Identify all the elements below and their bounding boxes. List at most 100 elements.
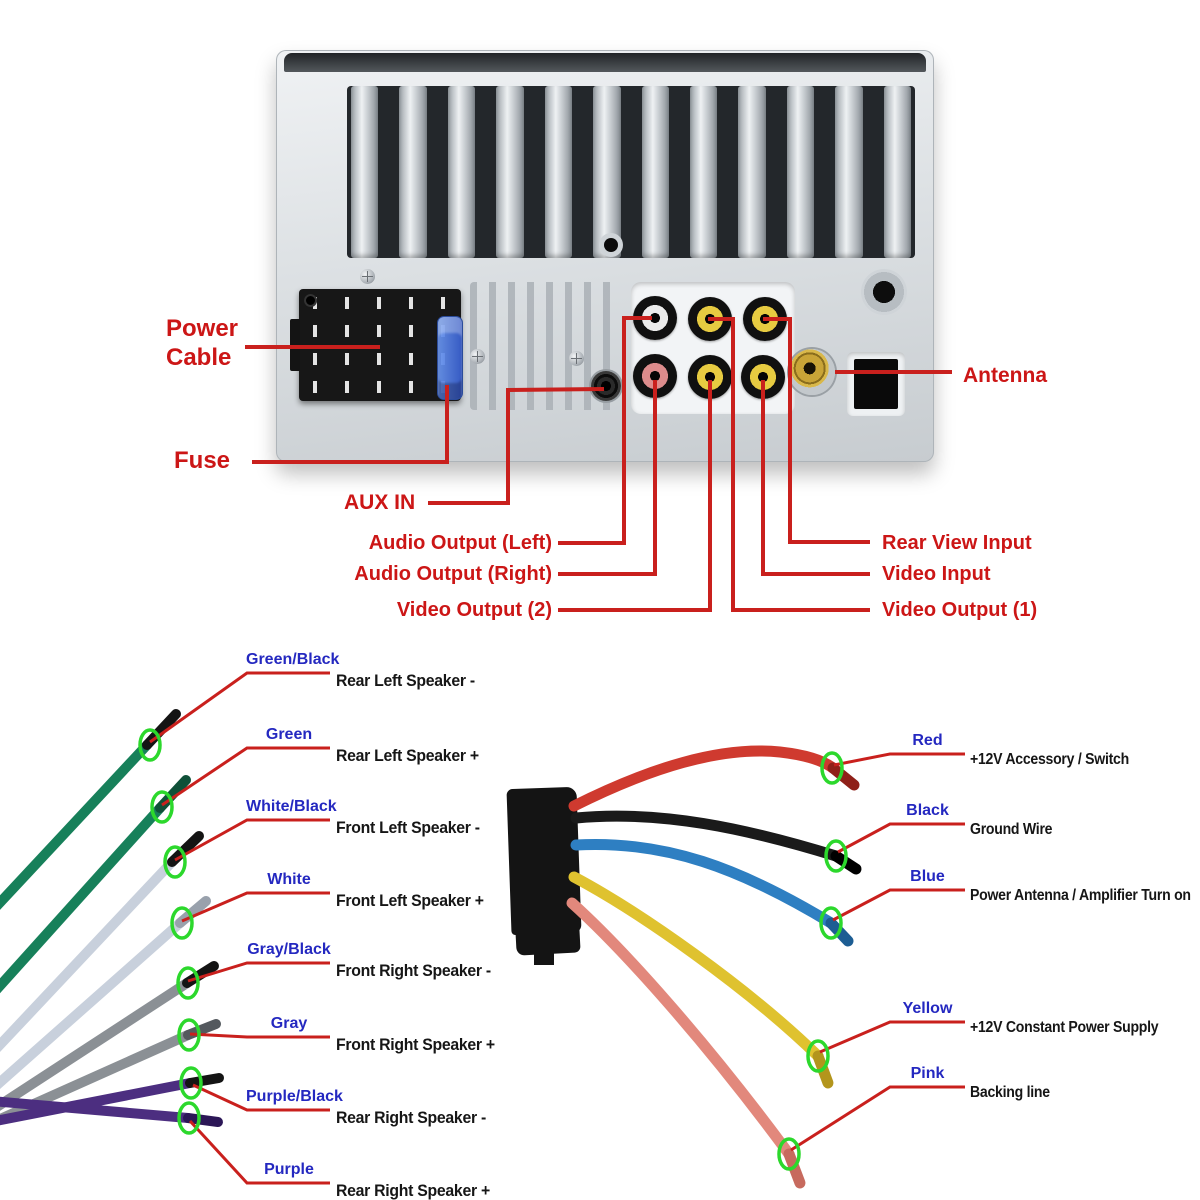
heatsink-fin bbox=[593, 86, 621, 258]
wire-function-label: Front Left Speaker - bbox=[336, 818, 480, 837]
callout-audio-output-right: Audio Output (Right) bbox=[354, 563, 552, 585]
wire-white bbox=[0, 918, 185, 1089]
wire-purple-tip bbox=[183, 1113, 223, 1127]
leader-yellow-wire bbox=[819, 1020, 965, 1054]
wire-amp-blue bbox=[570, 838, 837, 929]
heatsink-fin bbox=[786, 86, 815, 258]
heatsink-fin bbox=[496, 86, 524, 258]
wire-gray-black-tip bbox=[182, 961, 219, 988]
heatsink-fin bbox=[544, 86, 573, 258]
antenna-connector bbox=[789, 349, 835, 395]
wire-backing-pink bbox=[566, 897, 795, 1160]
ring-red-wire bbox=[820, 751, 844, 785]
mounting-hole bbox=[861, 269, 907, 315]
wire-color-label: White/Black bbox=[246, 798, 337, 815]
ring-purple bbox=[177, 1101, 201, 1135]
wire-color-label: Yellow bbox=[902, 1000, 953, 1017]
heatsink-fin bbox=[835, 86, 863, 258]
wire-function-label: Front Left Speaker + bbox=[336, 891, 484, 910]
wire-ground-black bbox=[570, 810, 842, 862]
wire-ground-black-tip bbox=[830, 850, 862, 875]
ring-gray-black bbox=[176, 966, 200, 1000]
heatsink-fin bbox=[641, 86, 669, 258]
wire-function-label: Backing line bbox=[970, 1084, 1050, 1101]
wire-function-label: Rear Left Speaker + bbox=[336, 746, 479, 765]
wire-white-black-tip bbox=[167, 831, 204, 867]
ring-gray bbox=[177, 1018, 201, 1052]
callout-video-input: Video Input bbox=[882, 563, 991, 585]
ring-yellow-wire bbox=[806, 1039, 830, 1073]
wire-function-label: Rear Right Speaker + bbox=[336, 1181, 490, 1200]
speaker-harness-wires bbox=[0, 709, 224, 1127]
wire-function-label: Power Antenna / Amplifier Turn on bbox=[970, 887, 1191, 904]
callout-fuse: Fuse bbox=[174, 447, 231, 474]
wire-gray-black bbox=[0, 978, 192, 1111]
wire-backing-pink-tip bbox=[783, 1148, 806, 1189]
power-harness-wires bbox=[566, 745, 862, 1189]
callout-video-output-1: Video Output (1) bbox=[882, 599, 1038, 621]
ring-pink-wire bbox=[777, 1137, 801, 1171]
wire-purple bbox=[0, 1096, 193, 1123]
rca-jack-rear-view-input bbox=[743, 297, 787, 341]
ring-white-black bbox=[163, 845, 187, 879]
ring-black-wire bbox=[824, 839, 848, 873]
wire-color-label: Black bbox=[906, 802, 949, 819]
callout-video-output-2: Video Output (2) bbox=[396, 599, 552, 621]
wire-gray bbox=[0, 1030, 193, 1125]
callout-aux-in: AUX IN bbox=[344, 491, 416, 514]
wire-constant-yellow-tip bbox=[812, 1050, 834, 1089]
leader-gray-black bbox=[187, 961, 330, 983]
unit-top-edge bbox=[284, 53, 926, 72]
iso-antenna-port bbox=[854, 359, 898, 409]
leader-white bbox=[181, 891, 330, 923]
wire-white-tip bbox=[175, 896, 211, 928]
screw bbox=[360, 269, 375, 284]
heatsink-fin bbox=[738, 86, 766, 258]
leader-pink-wire bbox=[790, 1085, 965, 1152]
wire-color-label: Gray/Black bbox=[247, 941, 331, 958]
wire-color-label: Blue bbox=[910, 868, 945, 885]
wire-purple-black bbox=[0, 1078, 195, 1126]
wire-color-label: Purple/Black bbox=[246, 1088, 343, 1105]
callout-audio-output-left: Audio Output (Left) bbox=[368, 532, 552, 554]
wire-color-label: Green bbox=[265, 726, 313, 743]
heatsink-fin bbox=[351, 86, 379, 258]
rca-jack-video-output-2 bbox=[688, 355, 732, 399]
wire-gray-tip bbox=[183, 1019, 221, 1040]
wire-constant-yellow bbox=[568, 871, 824, 1062]
wire-amp-blue-tip bbox=[825, 917, 854, 947]
leader-blue-wire bbox=[832, 888, 965, 922]
ring-purple-black bbox=[179, 1066, 203, 1100]
wire-function-label: Rear Right Speaker - bbox=[336, 1108, 486, 1127]
leader-white-black bbox=[174, 818, 330, 862]
power-harness-plug-latch bbox=[534, 950, 554, 965]
wire-green-tip bbox=[155, 775, 191, 813]
rear-port-panel bbox=[847, 352, 905, 416]
wire-green-black bbox=[0, 740, 152, 910]
callout-antenna: Antenna bbox=[963, 364, 1047, 387]
rca-jack-video-output-1 bbox=[688, 297, 732, 341]
callout-power-cable: Power Cable bbox=[166, 315, 239, 371]
heatsink bbox=[347, 86, 915, 258]
wire-white-black bbox=[0, 857, 177, 1053]
wire-green bbox=[0, 803, 165, 994]
callout-rear-view-input: Rear View Input bbox=[882, 532, 1032, 554]
wire-color-label: Pink bbox=[910, 1065, 945, 1082]
wire-color-label: Gray bbox=[270, 1015, 308, 1032]
wire-color-label: White bbox=[267, 871, 311, 888]
heatsink-fin bbox=[689, 86, 718, 258]
wire-function-label: +12V Accessory / Switch bbox=[970, 751, 1129, 768]
wire-color-label: Green/Black bbox=[246, 651, 340, 668]
aux-in-jack bbox=[591, 371, 621, 401]
fuse-blade bbox=[437, 316, 463, 400]
wire-green-black-tip bbox=[142, 709, 181, 750]
wire-accessory-red bbox=[568, 745, 839, 812]
power-cable-connector bbox=[290, 289, 461, 401]
wire-color-label: Red bbox=[912, 732, 943, 749]
ring-green bbox=[150, 790, 174, 824]
wire-color-label: Purple bbox=[264, 1161, 314, 1178]
wire-function-label: Front Right Speaker + bbox=[336, 1035, 495, 1054]
leader-black-wire bbox=[837, 822, 965, 854]
ring-green-black bbox=[138, 728, 162, 762]
rca-jack-audio-output-left bbox=[633, 296, 677, 340]
